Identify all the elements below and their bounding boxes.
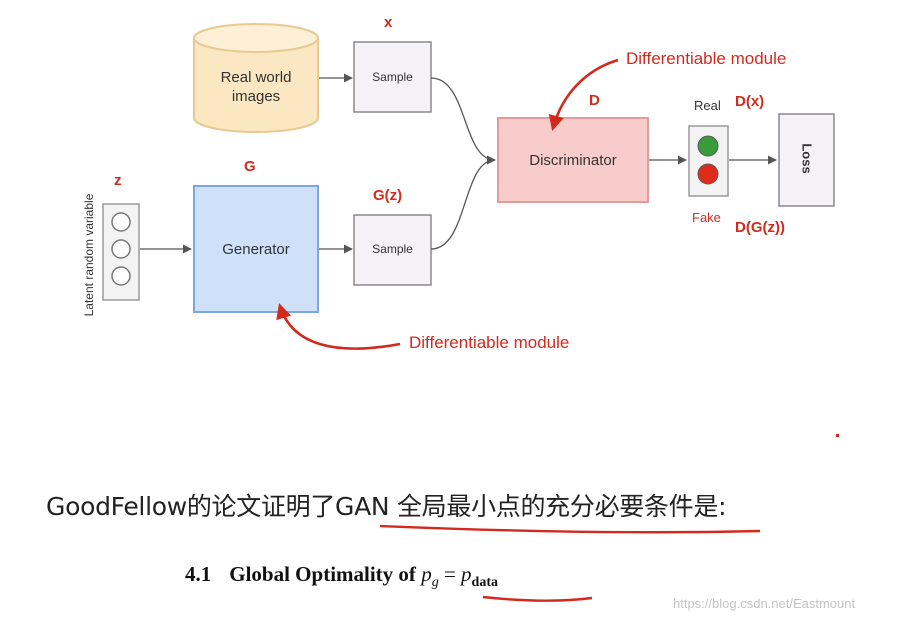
heading-math-underline	[482, 595, 593, 602]
discriminator-label: Discriminator	[529, 152, 617, 169]
real-label: Real	[694, 98, 721, 113]
var-dgz-label: D(G(z))	[735, 219, 785, 236]
fake-label: Fake	[692, 210, 721, 225]
heading-math: pg = pdata	[421, 562, 498, 590]
real-light	[697, 135, 719, 157]
latent-vector	[102, 203, 140, 301]
var-x-label: x	[384, 14, 393, 31]
latent-axis-label: Latent random variable	[82, 193, 96, 317]
generator-box	[193, 185, 319, 313]
var-d-label: D	[589, 92, 600, 109]
annotation-arrow-bottom	[276, 303, 401, 350]
latent-node-3	[111, 266, 131, 286]
real-world-images-database	[193, 23, 319, 133]
loss-box	[778, 113, 835, 207]
latent-node-1	[111, 212, 131, 232]
annotation-bottom-label: Differentiable module	[409, 333, 570, 352]
curve-sample-bottom-to-discriminator	[430, 159, 496, 250]
annotation-top-label: Differentiable module	[626, 49, 787, 68]
var-z-label: z	[114, 172, 122, 189]
sample-top-label: Sample	[372, 70, 413, 84]
loss-label: Loss	[799, 143, 815, 174]
var-g-label: G	[244, 158, 256, 175]
heading-number: 4.1	[185, 562, 212, 586]
curve-sample-top-to-discriminator	[430, 77, 496, 165]
section-heading: 4.1 Global Optimality of pg = pdata	[185, 562, 498, 590]
caption-text: GoodFellow的论文证明了GAN 全局最小点的充分必要条件是:	[46, 492, 727, 521]
annotation-arrow-top	[548, 58, 619, 132]
real-fake-indicator	[688, 125, 729, 197]
var-dx-label: D(x)	[735, 93, 765, 110]
heading-title: Global Optimality of	[229, 562, 416, 586]
fake-light	[697, 163, 719, 185]
database-label: Real world images	[220, 69, 292, 105]
sample-bottom-box	[353, 214, 432, 286]
discriminator-box	[497, 117, 649, 203]
watermark-text: https://blog.csdn.net/Eastmount	[673, 596, 856, 611]
var-gz-label: G(z)	[373, 187, 403, 204]
sample-bottom-label: Sample	[372, 242, 413, 256]
generator-label: Generator	[222, 241, 290, 258]
sample-top-box	[353, 41, 432, 113]
caption-underline	[379, 524, 761, 534]
latent-node-2	[111, 239, 131, 259]
dot-marker	[836, 434, 839, 437]
